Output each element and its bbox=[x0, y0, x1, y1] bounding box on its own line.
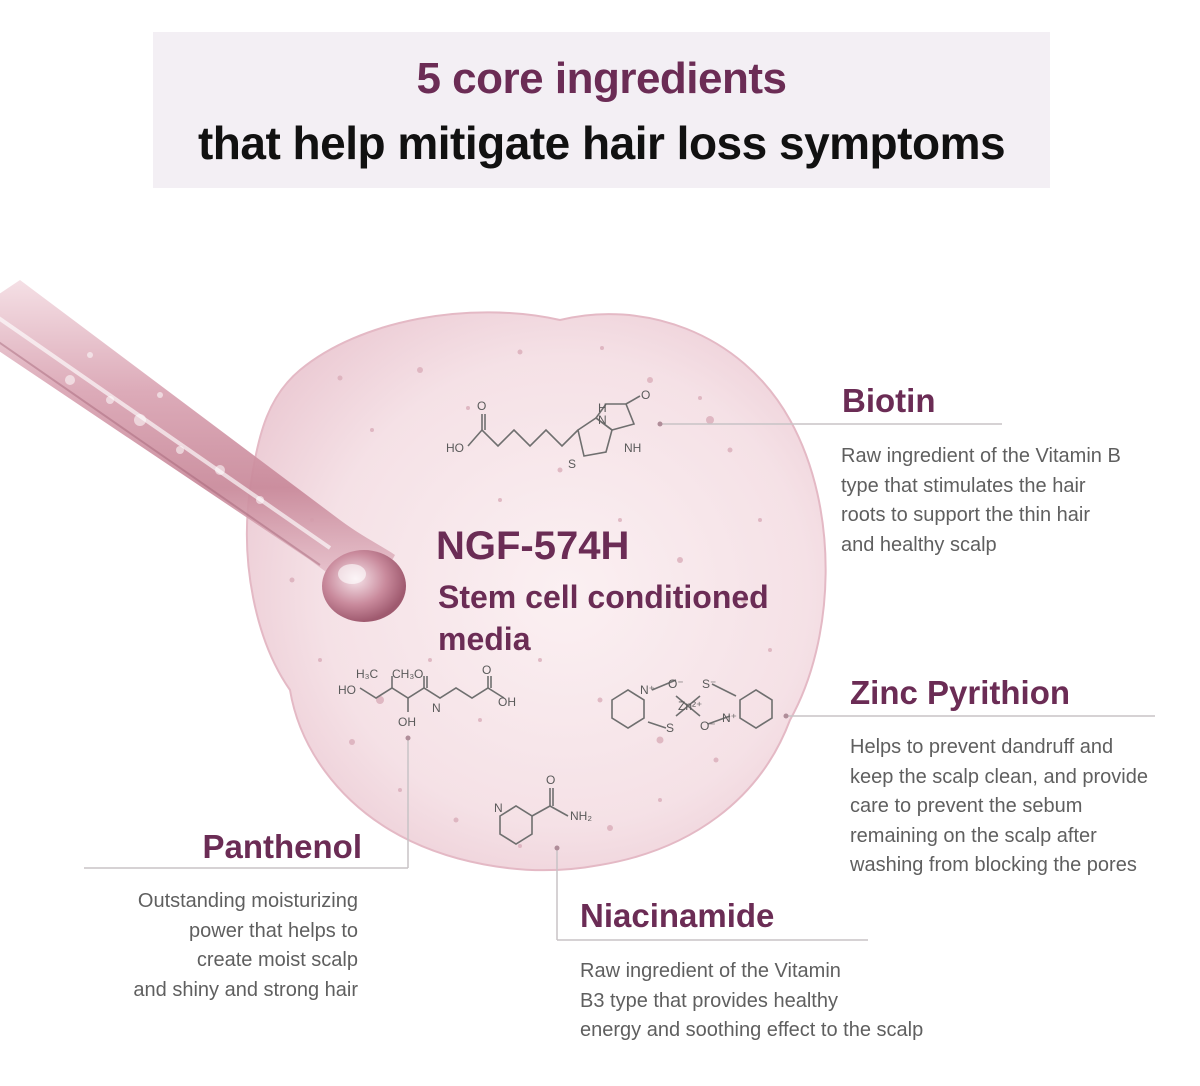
svg-text:O: O bbox=[641, 388, 650, 402]
ngf-574h-subtitle: Stem cell conditioned media bbox=[438, 579, 769, 657]
svg-text:N: N bbox=[432, 701, 441, 715]
svg-text:O⁻: O⁻ bbox=[668, 677, 684, 691]
svg-text:S: S bbox=[568, 457, 576, 471]
svg-text:O: O bbox=[414, 667, 423, 681]
biotin-title: Biotin bbox=[842, 382, 936, 419]
svg-text:O: O bbox=[482, 663, 491, 677]
svg-text:O⁻: O⁻ bbox=[700, 719, 716, 733]
zinc-pyrithion-molecule-labels: N⁺ O⁻ Zn²⁺ S⁻ N⁺ O⁻ S bbox=[640, 677, 737, 735]
svg-text:N: N bbox=[598, 413, 607, 427]
niacinamide-molecule-labels: O NH₂ N bbox=[494, 773, 592, 823]
svg-text:S: S bbox=[666, 721, 674, 735]
dropper bbox=[0, 280, 406, 622]
panthenol-description: Outstanding moisturizing power that help… bbox=[133, 890, 358, 1001]
leader-lines bbox=[84, 423, 1155, 941]
panthenol-molecule bbox=[359, 676, 505, 712]
svg-text:O: O bbox=[477, 399, 486, 413]
svg-text:Zn²⁺: Zn²⁺ bbox=[678, 699, 702, 713]
ngf-574h-title: NGF-574H bbox=[436, 524, 630, 568]
niacinamide-description: Raw ingredient of the Vitamin B3 type th… bbox=[580, 960, 924, 1041]
svg-text:H: H bbox=[598, 401, 607, 415]
svg-text:N⁺: N⁺ bbox=[722, 711, 737, 725]
niacinamide-molecule bbox=[499, 788, 569, 845]
niacinamide-title: Niacinamide bbox=[580, 897, 775, 934]
leader-dots bbox=[405, 421, 789, 851]
svg-text:HO: HO bbox=[446, 441, 464, 455]
biotin-description: Raw ingredient of the Vitamin B type tha… bbox=[841, 445, 1121, 556]
svg-text:O: O bbox=[546, 773, 555, 787]
zinc-pyrithion-description: Helps to prevent dandruff and keep the s… bbox=[850, 736, 1148, 876]
svg-text:OH: OH bbox=[498, 695, 516, 709]
serum-drop bbox=[245, 311, 827, 872]
header-title-line2: that help mitigate hair loss symptoms bbox=[197, 117, 1006, 169]
svg-text:CH₃: CH₃ bbox=[392, 667, 414, 681]
header-banner: 5 core ingredients that help mitigate ha… bbox=[153, 32, 1050, 188]
svg-text:N: N bbox=[494, 801, 503, 815]
zinc-pyrithion-molecule bbox=[611, 679, 773, 729]
panthenol-title: Panthenol bbox=[202, 828, 362, 865]
svg-text:N⁺: N⁺ bbox=[640, 683, 655, 697]
biotin-molecule-labels: HO O O H N NH S bbox=[446, 388, 650, 471]
serum-bubbles bbox=[289, 346, 772, 848]
header-title-line1: 5 core ingredients bbox=[416, 54, 787, 103]
svg-text:OH: OH bbox=[398, 715, 416, 729]
svg-text:HO: HO bbox=[338, 683, 356, 697]
svg-text:S⁻: S⁻ bbox=[702, 677, 716, 691]
svg-text:NH₂: NH₂ bbox=[570, 809, 592, 823]
biotin-molecule bbox=[467, 395, 641, 457]
svg-text:NH: NH bbox=[624, 441, 641, 455]
svg-text:H₃C: H₃C bbox=[356, 667, 379, 681]
panthenol-molecule-labels: HO H₃C CH₃ O O OH OH N bbox=[338, 663, 516, 729]
zinc-pyrithion-title: Zinc Pyrithion bbox=[850, 674, 1071, 711]
